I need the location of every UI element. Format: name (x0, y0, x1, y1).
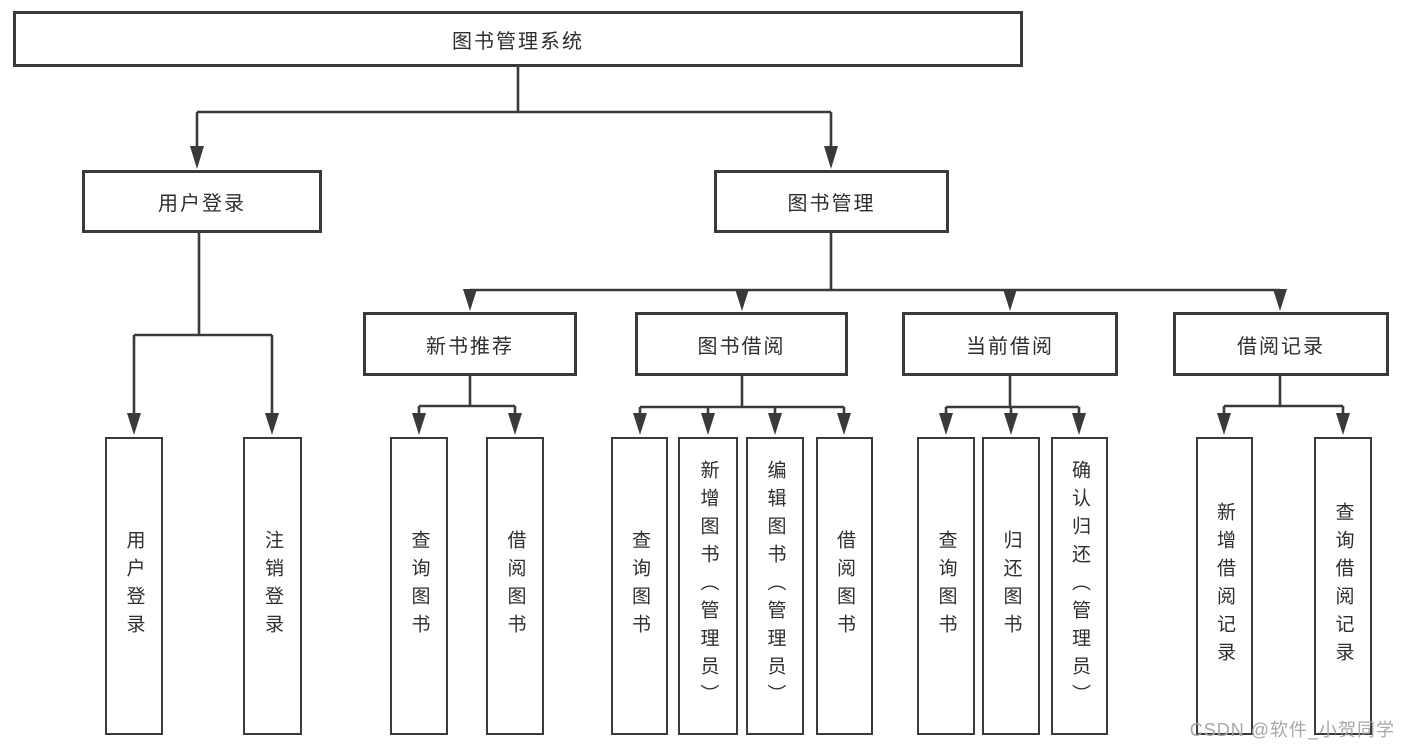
leaf-add-book-admin-label: 新增图书（管理员） (697, 460, 719, 712)
leaf-user-login: 用户登录 (105, 437, 163, 735)
leaf-query-borrow-record-label: 查询借阅记录 (1332, 502, 1354, 670)
node-user-login-label: 用户登录 (158, 193, 246, 215)
leaf-logout: 注销登录 (243, 437, 302, 735)
leaf-return-book: 归还图书 (982, 437, 1040, 735)
leaf-borrow-book-1: 借阅图书 (486, 437, 544, 735)
leaf-query-book-1: 查询图书 (390, 437, 448, 735)
leaf-query-book-3: 查询图书 (917, 437, 975, 735)
leaf-add-book-admin: 新增图书（管理员） (678, 437, 738, 735)
node-book-borrow: 图书借阅 (635, 312, 848, 376)
leaf-return-book-label: 归还图书 (1000, 530, 1022, 642)
node-current-borrow: 当前借阅 (902, 312, 1118, 376)
node-current-borrow-label: 当前借阅 (966, 335, 1054, 358)
leaf-confirm-return-admin: 确认归还（管理员） (1051, 437, 1108, 735)
leaf-query-book-3-label: 查询图书 (935, 530, 957, 642)
leaf-add-borrow-record: 新增借阅记录 (1196, 437, 1253, 735)
leaf-user-login-label: 用户登录 (123, 530, 145, 642)
csdn-watermark: CSDN @软件_小贺同学 (1189, 720, 1395, 740)
node-book-management-label: 图书管理 (787, 193, 876, 215)
node-book-management: 图书管理 (714, 170, 949, 233)
leaf-query-book-2: 查询图书 (611, 437, 668, 735)
node-root: 图书管理系统 (13, 11, 1023, 67)
node-borrow-record-label: 借阅记录 (1237, 335, 1325, 358)
node-user-login: 用户登录 (82, 170, 322, 233)
leaf-query-book-1-label: 查询图书 (408, 530, 430, 642)
leaf-query-book-2-label: 查询图书 (629, 530, 650, 642)
leaf-borrow-book-1-label: 借阅图书 (504, 530, 526, 642)
leaf-borrow-book-2: 借阅图书 (816, 437, 873, 735)
arrow-down-icons (127, 146, 1350, 435)
leaf-query-borrow-record: 查询借阅记录 (1314, 437, 1372, 735)
leaf-edit-book-admin: 编辑图书（管理员） (746, 437, 804, 735)
node-new-book-recommend-label: 新书推荐 (426, 335, 514, 358)
leaf-add-borrow-record-label: 新增借阅记录 (1214, 502, 1235, 670)
leaf-confirm-return-admin-label: 确认归还（管理员） (1069, 460, 1090, 712)
node-borrow-record: 借阅记录 (1173, 312, 1389, 376)
node-root-label: 图书管理系统 (452, 30, 584, 53)
leaf-borrow-book-2-label: 借阅图书 (834, 530, 855, 642)
leaf-logout-label: 注销登录 (262, 530, 283, 642)
node-new-book-recommend: 新书推荐 (363, 312, 577, 376)
leaf-edit-book-admin-label: 编辑图书（管理员） (764, 460, 786, 712)
node-book-borrow-label: 图书借阅 (697, 335, 786, 358)
